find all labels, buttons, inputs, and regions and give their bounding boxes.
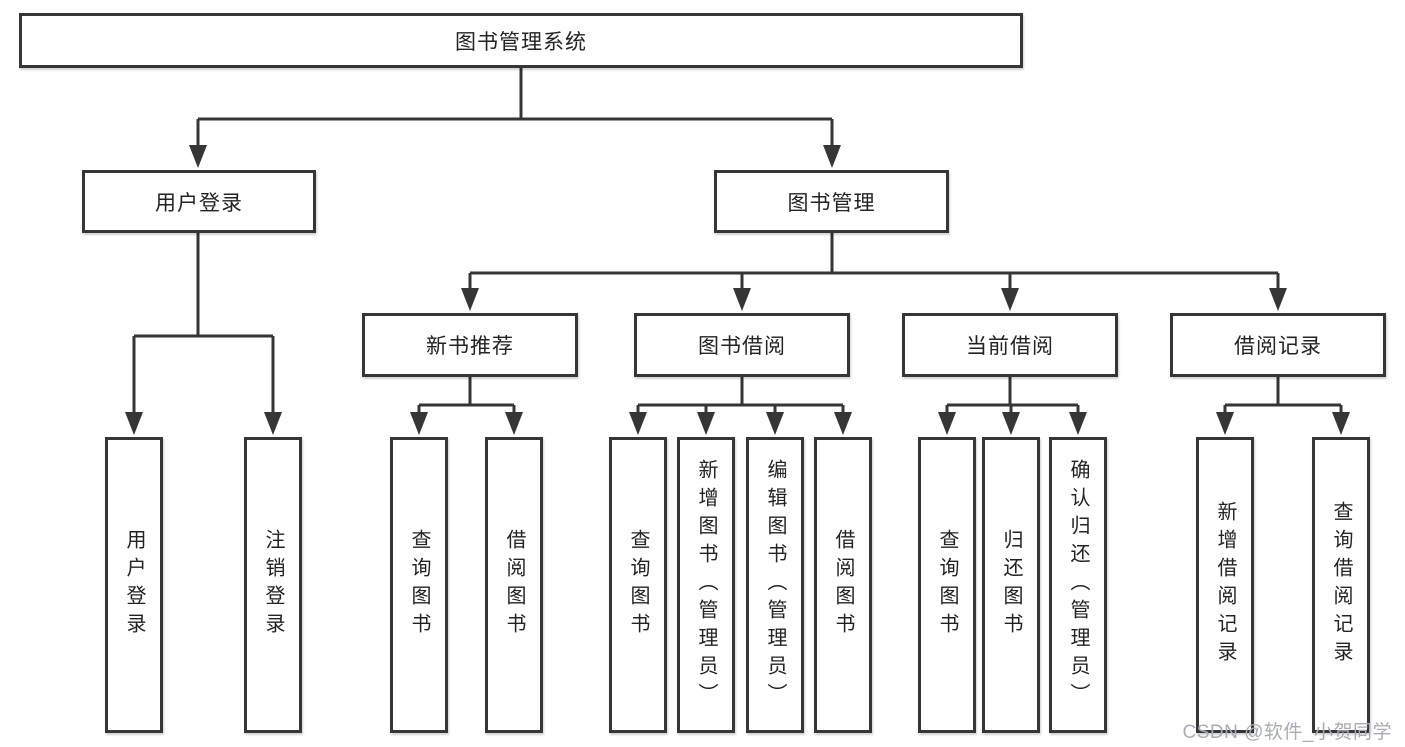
leaf-user-login-label: 用户登录 <box>123 529 145 641</box>
node-user-login: 用户登录 <box>82 170 316 233</box>
leaf-logout: 注销登录 <box>244 437 302 733</box>
leaf-borrowing-query-books-label: 查询图书 <box>627 529 649 641</box>
leaf-borrowing-add-books-admin: 新增图书（管理员） <box>677 437 735 733</box>
leaf-current-query-books: 查询图书 <box>918 437 976 733</box>
node-current-borrowing-label: 当前借阅 <box>966 335 1054 358</box>
leaf-recommend-borrow-books-label: 借阅图书 <box>503 529 525 641</box>
leaf-current-return-books: 归还图书 <box>982 437 1040 733</box>
node-current-borrowing: 当前借阅 <box>902 313 1118 377</box>
leaf-records-query-record: 查询借阅记录 <box>1312 437 1370 733</box>
node-user-login-label: 用户登录 <box>155 191 243 215</box>
leaf-recommend-query-books: 查询图书 <box>390 437 448 733</box>
watermark-csdn: CSDN @软件_小贺同学 <box>1182 722 1392 743</box>
leaf-records-add-record-label: 新增借阅记录 <box>1214 501 1236 669</box>
node-library-system-label: 图书管理系统 <box>455 30 587 54</box>
leaf-records-add-record: 新增借阅记录 <box>1196 437 1254 733</box>
leaf-records-query-record-label: 查询借阅记录 <box>1330 501 1352 669</box>
leaf-borrowing-edit-books-admin-label: 编辑图书（管理员） <box>764 459 786 711</box>
node-borrowing-records: 借阅记录 <box>1170 313 1386 377</box>
node-book-management: 图书管理 <box>714 170 949 233</box>
node-library-system: 图书管理系统 <box>19 13 1023 68</box>
leaf-borrowing-borrow-books-label: 借阅图书 <box>832 529 854 641</box>
leaf-logout-label: 注销登录 <box>262 529 284 641</box>
leaf-current-confirm-return-admin-label: 确认归还（管理员） <box>1067 459 1089 711</box>
node-borrowing-records-label: 借阅记录 <box>1234 335 1322 358</box>
node-new-book-recommend-label: 新书推荐 <box>426 335 514 358</box>
leaf-user-login: 用户登录 <box>105 437 163 733</box>
leaf-borrowing-edit-books-admin: 编辑图书（管理员） <box>746 437 804 733</box>
leaf-recommend-query-books-label: 查询图书 <box>408 529 430 641</box>
node-new-book-recommend: 新书推荐 <box>362 313 578 377</box>
leaf-recommend-borrow-books: 借阅图书 <box>485 437 543 733</box>
leaf-current-confirm-return-admin: 确认归还（管理员） <box>1049 437 1107 733</box>
leaf-borrowing-add-books-admin-label: 新增图书（管理员） <box>695 459 717 711</box>
leaf-borrowing-query-books: 查询图书 <box>609 437 667 733</box>
leaf-borrowing-borrow-books: 借阅图书 <box>814 437 872 733</box>
node-book-management-label: 图书管理 <box>787 191 876 215</box>
node-book-borrowing: 图书借阅 <box>634 313 850 377</box>
leaf-current-return-books-label: 归还图书 <box>1000 529 1022 641</box>
node-book-borrowing-label: 图书借阅 <box>698 335 786 358</box>
leaf-current-query-books-label: 查询图书 <box>936 529 958 641</box>
